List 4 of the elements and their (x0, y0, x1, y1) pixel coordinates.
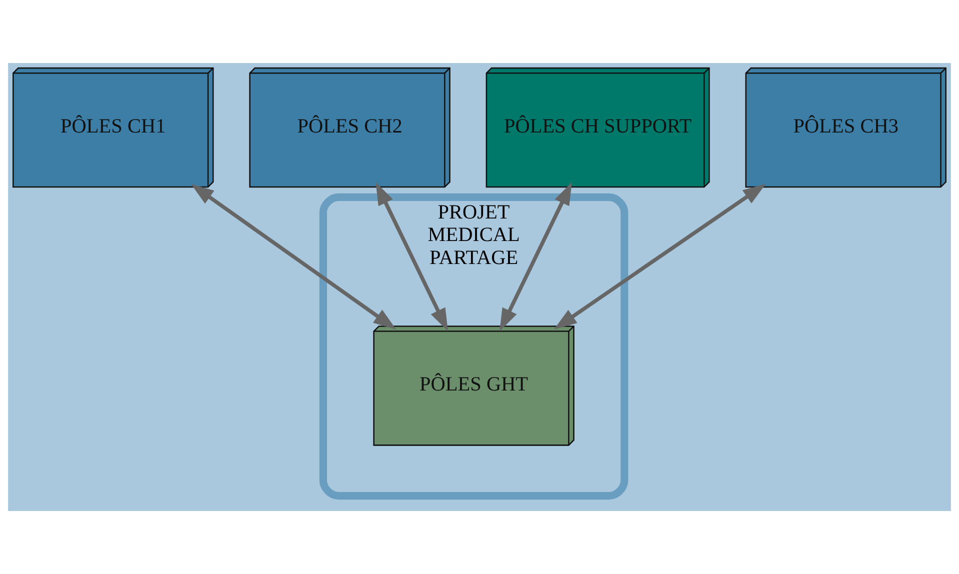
arrow (554, 184, 766, 330)
arrow (376, 182, 448, 332)
arrow (500, 182, 572, 332)
arrow (191, 184, 396, 330)
